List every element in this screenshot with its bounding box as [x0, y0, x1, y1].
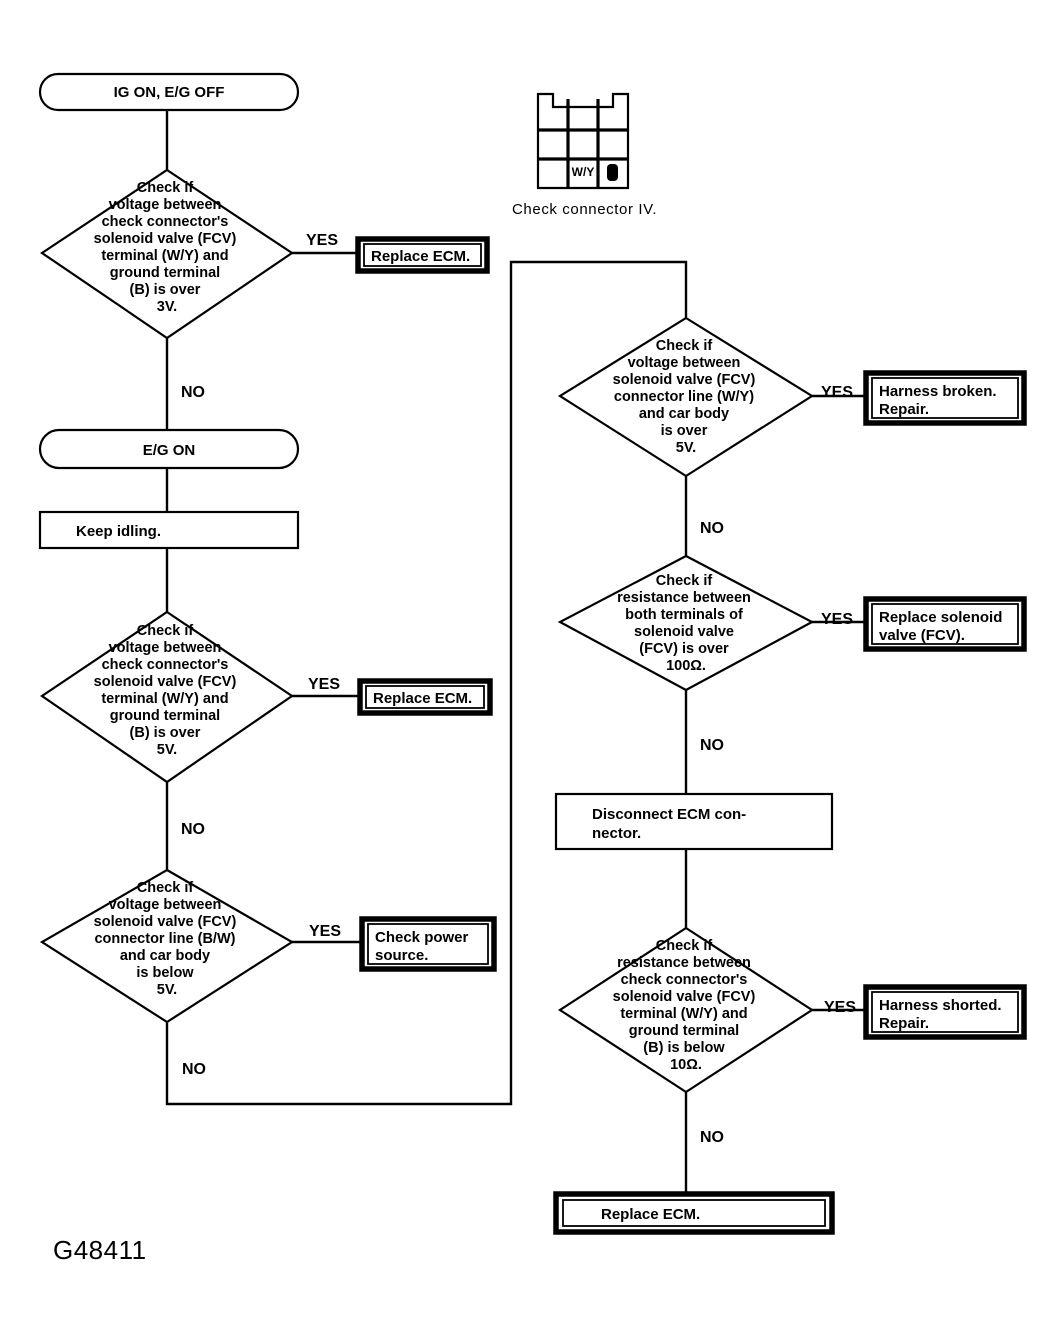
branch-label-d1-yes: YES: [306, 232, 338, 249]
result-4-label: Harness broken. Repair.: [879, 383, 1001, 418]
node-decision-1: Check if voltage between check connector…: [40, 168, 338, 401]
keep-idling-label: Keep idling.: [76, 523, 161, 540]
connector-pin-signal-label: W/Y: [572, 165, 595, 179]
edge-layer: [165, 106, 868, 1196]
connector-pinout-graphic: W/Y B Check connector IV.: [512, 92, 657, 218]
node-decision-3: Check if voltage between solenoid valve …: [39, 868, 341, 1078]
disconnect-ecm-shape: [554, 792, 834, 851]
node-decision-6: Check if resistance between check connec…: [557, 926, 856, 1146]
result-2-inner-border: [365, 685, 485, 709]
result-3-inner-border: [367, 923, 489, 965]
result-4-inner-border: [871, 377, 1019, 419]
figure-id-label: G48411: [53, 1235, 147, 1265]
keep-idling-shape: [38, 510, 300, 550]
decision-6-shape: [557, 926, 815, 1094]
decision-1-label: Check if voltage between check connector…: [94, 180, 241, 315]
branch-label-d2-yes: YES: [308, 676, 340, 693]
decision-5-label: Check if resistance between both termina…: [617, 573, 755, 674]
decision-2-shape: [40, 610, 294, 784]
node-decision-2: Check if voltage between check connector…: [40, 610, 340, 838]
node-result-2: Replace ECM.: [357, 678, 493, 716]
node-eg-on: E/G ON: [38, 428, 300, 470]
result-2-label: Replace ECM.: [373, 690, 472, 707]
eg-on-terminator-shape: [38, 428, 300, 470]
node-decision-4: Check if voltage between solenoid valve …: [557, 316, 853, 537]
result-3-label: Check power source.: [375, 929, 473, 964]
node-keep-idling: Keep idling.: [38, 510, 300, 550]
decision-1-shape: [40, 168, 294, 340]
result-1-inner-border: [363, 243, 482, 267]
branch-label-d5-no: NO: [700, 737, 724, 754]
branch-label-d5-yes: YES: [821, 611, 853, 628]
decision-6-label: Check if resistance between check connec…: [613, 938, 760, 1073]
branch-label-d1-no: NO: [181, 384, 205, 401]
branch-label-d4-no: NO: [700, 520, 724, 537]
decision-4-label: Check if voltage between solenoid valve …: [613, 338, 760, 456]
node-result-7: Replace ECM.: [553, 1191, 835, 1235]
result-7-label: Replace ECM.: [601, 1206, 700, 1223]
node-decision-5: Check if resistance between both termina…: [557, 554, 853, 754]
branch-label-d4-yes: YES: [821, 384, 853, 401]
connector-pin-ground-label: B: [608, 167, 617, 181]
decision-3-label: Check if voltage between solenoid valve …: [94, 880, 241, 998]
node-disconnect-ecm: Disconnect ECM con- nector.: [554, 792, 834, 851]
decision-5-shape: [557, 554, 815, 692]
eg-on-label: E/G ON: [143, 442, 196, 459]
edge-d3-no-to-right-column: [165, 260, 688, 1106]
node-result-1: Replace ECM.: [355, 236, 490, 274]
branch-label-d6-yes: YES: [824, 999, 856, 1016]
node-result-5: Replace solenoid valve (FCV).: [863, 596, 1027, 652]
result-7-inner-border: [562, 1199, 826, 1227]
result-5-inner-border: [871, 603, 1019, 645]
decision-4-shape: [557, 316, 815, 478]
result-6-inner-border: [871, 991, 1019, 1033]
branch-label-d6-no: NO: [700, 1129, 724, 1146]
node-result-4: Harness broken. Repair.: [863, 370, 1027, 426]
branch-label-d2-no: NO: [181, 821, 205, 838]
decision-2-label: Check if voltage between check connector…: [94, 623, 241, 758]
node-start: IG ON, E/G OFF: [38, 72, 300, 112]
connector-pin-ground-marker: [607, 164, 618, 181]
result-6-label: Harness shorted. Repair.: [879, 997, 1006, 1032]
node-result-6: Harness shorted. Repair.: [863, 984, 1027, 1040]
decision-3-shape: [39, 868, 295, 1024]
start-label: IG ON, E/G OFF: [114, 84, 225, 101]
start-terminator-shape: [38, 72, 300, 112]
branch-label-d3-no: NO: [182, 1061, 206, 1078]
result-5-label: Replace solenoid valve (FCV).: [879, 609, 1007, 644]
disconnect-ecm-label: Disconnect ECM con- nector.: [592, 806, 750, 842]
node-result-3: Check power source.: [359, 916, 497, 972]
result-1-label: Replace ECM.: [371, 248, 470, 265]
branch-label-d3-yes: YES: [309, 923, 341, 940]
connector-caption: Check connector IV.: [512, 201, 657, 218]
